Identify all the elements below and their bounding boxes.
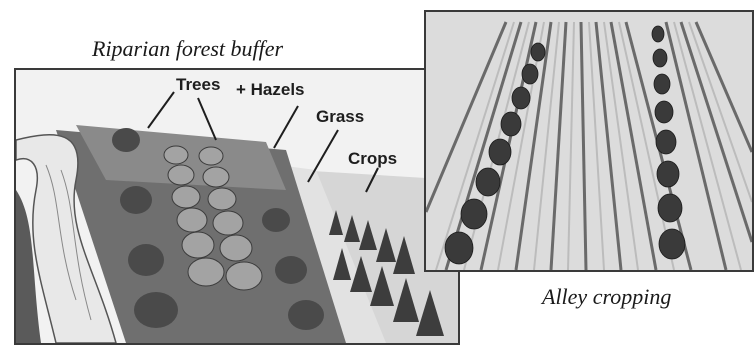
label-grass: Grass [316,107,364,126]
label-trees: Trees [176,75,220,94]
alley-cropping-drawing [426,12,752,270]
alley-cropping-illustration [424,10,754,272]
alley-cropping-caption: Alley cropping [542,284,671,310]
label-hazels: + Hazels [236,80,305,99]
riparian-buffer-caption: Riparian forest buffer [92,36,283,62]
label-crops: Crops [348,149,397,168]
riparian-buffer-illustration: Trees + Hazels Grass Crops [14,68,460,345]
riparian-buffer-drawing: Trees + Hazels Grass Crops [16,70,458,343]
